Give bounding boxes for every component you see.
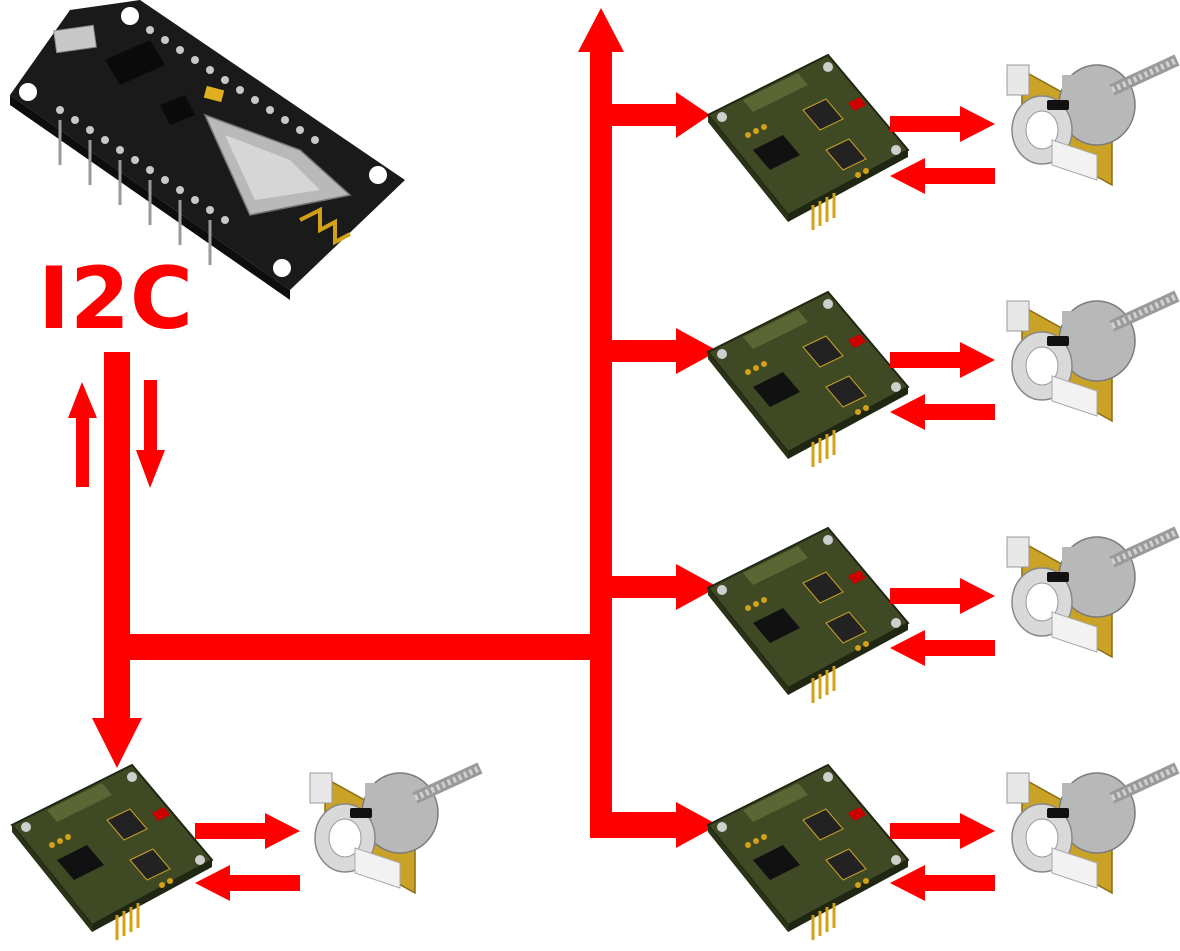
- up-arrow-icon: [76, 415, 89, 487]
- i2c-label: I2C: [38, 249, 193, 349]
- down-arrow-icon: [144, 380, 157, 452]
- driver-board-1: [706, 53, 910, 232]
- driver-board-3: [706, 526, 910, 705]
- stepper-motor-4-icon: [1007, 768, 1177, 893]
- i2c-bus: [68, 8, 718, 848]
- stepper-motor-2-icon: [1007, 296, 1177, 421]
- bus-arrow-up-icon: [578, 8, 624, 52]
- stepper-motor-1-icon: [1007, 60, 1177, 185]
- driver-board-2: [706, 290, 910, 469]
- nodemcu-board-icon: [10, 0, 405, 300]
- driver-board-5: [10, 763, 214, 942]
- stepper-motor-5-icon: [310, 768, 480, 893]
- driver-board-4: [706, 763, 910, 942]
- bus-arrow-down-icon: [92, 718, 142, 768]
- stepper-motor-3-icon: [1007, 532, 1177, 657]
